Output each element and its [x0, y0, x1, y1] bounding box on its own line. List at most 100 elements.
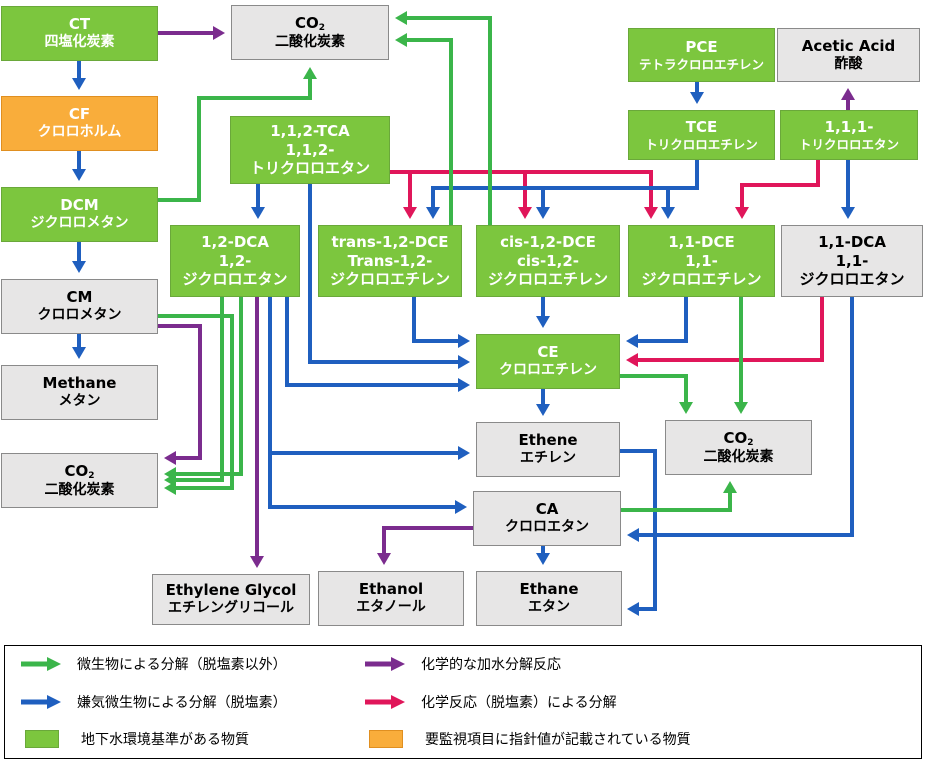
- node-co2-left-subscript: 2: [88, 470, 95, 481]
- node-tce-abbr: TCE: [685, 117, 718, 136]
- green-arrowhead: [164, 473, 176, 487]
- arrow-shaft: [174, 297, 243, 476]
- node-dca12-prefix: 1,2-: [218, 251, 252, 270]
- node-tce: TCE トリクロロエチレン: [628, 110, 775, 160]
- arrow-tca112-to-dca12: [251, 184, 265, 219]
- arrow-shaft: [405, 16, 492, 225]
- arrow-dca12-to-ce: [285, 297, 470, 392]
- arrow-trans-to-co2: [395, 33, 453, 225]
- legend-green-arrow-label: 微生物による分解（脱塩素以外）: [77, 657, 287, 673]
- node-ct: CT 四塩化炭素: [1, 6, 158, 61]
- arrow-ethene-to-ethane: [620, 449, 657, 616]
- node-cis-dce-name: ジクロロエチレン: [487, 270, 608, 289]
- arrow-cis-to-co2: [395, 11, 492, 225]
- arrow-ce-to-co2: [620, 374, 693, 414]
- arrow-shaft: [158, 324, 202, 460]
- blue-arrowhead: [536, 207, 550, 219]
- node-tca112-prefix: 1,1,2-: [285, 140, 335, 159]
- arrow-shaft: [174, 297, 224, 482]
- blue-arrowhead: [690, 92, 704, 104]
- arrow-ce-to-ethene: [536, 389, 550, 416]
- legend-red-arrow-label: 化学反応（脱塩素）による分解: [421, 695, 617, 711]
- node-ethylene-glycol-name-ja: エチレングリコール: [168, 600, 294, 617]
- node-tca112-name: トリクロロエタン: [249, 159, 370, 178]
- arrow-shaft: [412, 297, 460, 343]
- orange-box-swatch: [369, 730, 403, 748]
- purple-arrowhead: [164, 451, 176, 465]
- arrow-ct-to-co2: [158, 26, 225, 40]
- blue-arrowhead: [661, 207, 675, 219]
- node-dce11: 1,1-DCE 1,1- ジクロロエチレン: [628, 225, 775, 297]
- node-cm-abbr: CM: [66, 288, 93, 307]
- purple-arrowhead: [250, 556, 264, 568]
- node-dce11-name: ジクロロエチレン: [641, 270, 762, 289]
- arrow-shaft: [636, 297, 688, 343]
- arrow-shaft: [405, 38, 453, 225]
- blue-arrowhead: [458, 378, 470, 392]
- node-co2-top-name: 二酸化炭素: [275, 33, 345, 50]
- green-arrowhead: [723, 481, 737, 493]
- node-ethylene-glycol: Ethylene Glycol エチレングリコール: [152, 574, 310, 625]
- node-dca11-abbr: 1,1-DCA: [818, 232, 886, 251]
- node-cf: CF クロロホルム: [1, 96, 158, 151]
- node-dcm-abbr: DCM: [60, 196, 99, 215]
- arrow-cf-to-dcm: [72, 151, 86, 181]
- node-dca12: 1,2-DCA 1,2- ジクロロエタン: [170, 225, 300, 297]
- arrow-shaft: [431, 160, 699, 209]
- node-trans-dce-abbr: trans-1,2-DCE: [331, 232, 449, 251]
- node-dca12-name: ジクロロエタン: [182, 270, 288, 289]
- blue-arrowhead: [426, 207, 440, 219]
- node-cis-dce-prefix: cis-1,2-: [517, 251, 579, 270]
- node-cf-abbr: CF: [68, 105, 91, 124]
- node-co2-right-name: 二酸化炭素: [703, 448, 774, 465]
- node-co2-right: CO2 二酸化炭素: [665, 420, 812, 475]
- arrow-shaft: [158, 314, 234, 490]
- node-ce: CE クロロエチレン: [476, 334, 620, 389]
- green-box-swatch: [25, 730, 59, 748]
- arrow-ca-to-ethane: [536, 546, 550, 565]
- arrow-shaft: [268, 453, 457, 509]
- node-ce-abbr: CE: [537, 343, 559, 362]
- node-dcm: DCM ジクロロメタン: [1, 187, 158, 242]
- node-ethanol-name-en: Ethanol: [358, 580, 424, 599]
- arrow-dcm-to-cm: [72, 242, 86, 273]
- green-arrowhead: [734, 402, 748, 414]
- node-trans-dce-name: ジクロロエチレン: [329, 270, 450, 289]
- node-methane-name-ja: メタン: [58, 393, 101, 410]
- blue-arrowhead: [536, 553, 550, 565]
- blue-arrow-icon: [21, 695, 61, 709]
- blue-arrowhead: [455, 500, 467, 514]
- red-arrowhead: [518, 207, 532, 219]
- node-ethene-name-en: Ethene: [518, 431, 578, 450]
- node-co2-left: CO2 二酸化炭素: [1, 453, 158, 508]
- red-arrowhead: [626, 353, 638, 367]
- arrow-tca111-to-dce11-red: [735, 160, 820, 219]
- node-acetic-acid-name-en: Acetic Acid: [801, 36, 896, 55]
- arrow-trans-to-ce: [412, 297, 470, 348]
- arrow-ct-to-cf: [72, 61, 86, 90]
- arrow-tca112-to-dce11-red: [390, 170, 658, 219]
- node-ethane-name-ja: エタン: [528, 599, 570, 616]
- arrow-shaft: [541, 160, 699, 209]
- green-arrowhead: [395, 11, 407, 25]
- arrow-dcm-to-co2: [158, 67, 317, 202]
- node-dce11-abbr: 1,1-DCE: [668, 232, 735, 251]
- blue-arrowhead: [536, 316, 550, 328]
- red-arrowhead: [735, 207, 749, 219]
- purple-arrowhead: [213, 26, 225, 40]
- legend-green-box: 地下水環境基準がある物質: [19, 728, 249, 750]
- node-cis-dce-abbr: cis-1,2-DCE: [500, 232, 596, 251]
- node-methane: Methane メタン: [1, 365, 158, 420]
- arrow-shaft: [740, 160, 820, 209]
- node-tca111: 1,1,1- トリクロロエタン: [780, 110, 918, 160]
- red-arrow-icon: [365, 695, 405, 709]
- node-ca-name: クロロエタン: [505, 519, 589, 536]
- node-dca11-prefix: 1,1-: [835, 251, 869, 270]
- blue-arrowhead: [251, 207, 265, 219]
- arrow-tca112-to-trans-red: [390, 170, 417, 219]
- arrow-tca111-to-dca11: [841, 160, 855, 219]
- node-dca11: 1,1-DCA 1,1- ジクロロエタン: [781, 225, 923, 297]
- node-cm: CM クロロメタン: [1, 279, 158, 334]
- arrow-shaft: [390, 170, 412, 209]
